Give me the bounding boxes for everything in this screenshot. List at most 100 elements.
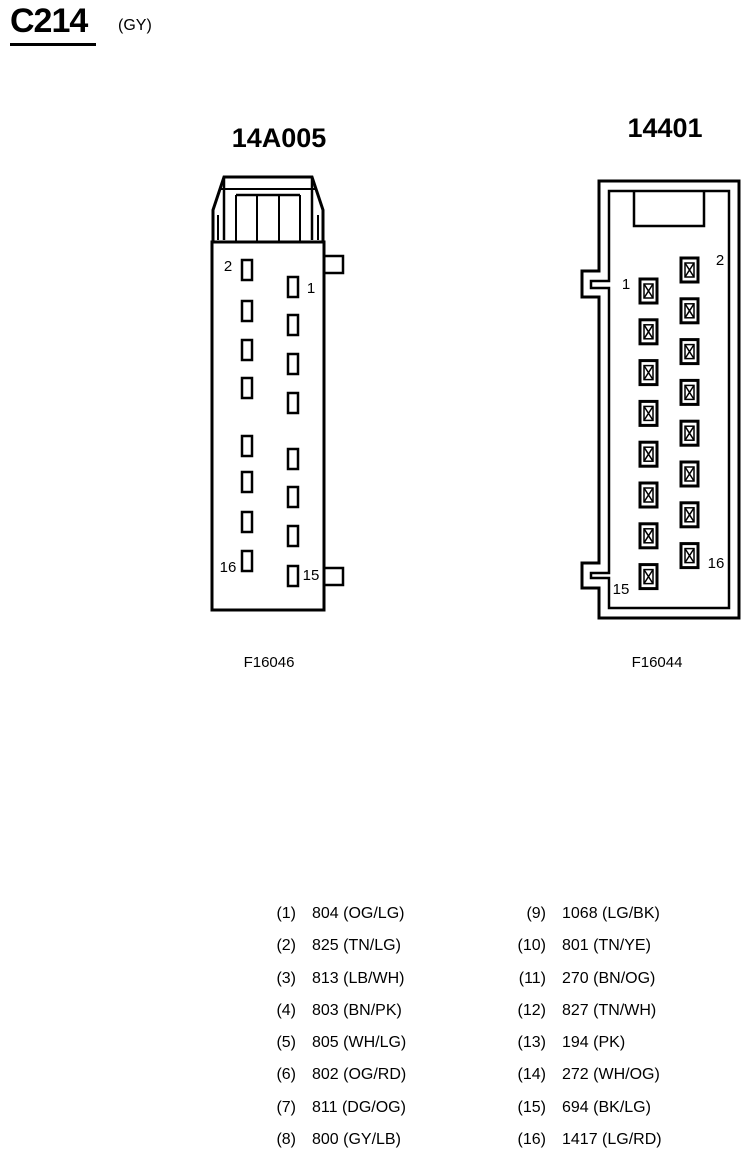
terminal-cavity — [679, 338, 700, 366]
pin-cavity — [240, 299, 254, 323]
wire-circuit: 804 (OG/LG) — [312, 905, 405, 922]
pin-cavity — [286, 313, 300, 337]
pin-number: (15) — [517, 1098, 546, 1116]
pin-cavity — [240, 549, 254, 573]
pinout-row: (3) 813 (LB/WH) — [260, 963, 406, 995]
wire-circuit: 270 (BN/OG) — [562, 969, 656, 987]
terminal-cavity — [679, 460, 700, 488]
pin-label-16: 16 — [220, 559, 237, 576]
pin-label-1-female: 1 — [622, 276, 630, 293]
pinout-row: (16) 1417 (LG/RD) — [500, 1124, 662, 1156]
terminal-cavity — [638, 440, 659, 468]
connector-diagram: 14A005 2 1 16 15 F16046 14401 1 2 15 — [210, 113, 741, 671]
pin-cavity — [240, 434, 254, 458]
pin-label-15: 15 — [303, 567, 320, 584]
connector-color-code: (GY) — [118, 17, 152, 34]
terminal-cavity — [638, 563, 659, 591]
pin-number: (4) — [276, 1001, 296, 1019]
pin-number: (9) — [526, 905, 546, 922]
pin-number: (1) — [276, 905, 296, 922]
terminal-cavity — [679, 419, 700, 447]
pinout-row: (8) 800 (GY/LB) — [260, 1124, 406, 1156]
terminal-cavity — [638, 399, 659, 427]
pin-number: (8) — [276, 1131, 296, 1149]
pin-cavity — [286, 275, 300, 299]
pin-number: (3) — [276, 969, 296, 987]
pin-cavity — [240, 338, 254, 362]
connector-14a005-pins — [240, 258, 300, 588]
terminal-cavity — [638, 318, 659, 346]
wire-circuit: 800 (GY/LB) — [312, 1131, 401, 1149]
figure-id-f16046: F16046 — [244, 654, 295, 671]
figure-id-f16044: F16044 — [632, 654, 683, 671]
terminal-cavity — [638, 522, 659, 550]
pin-number: (13) — [517, 1034, 546, 1052]
pin-number: (11) — [518, 969, 546, 987]
pinout-row: (4) 803 (BN/PK) — [260, 995, 406, 1027]
pin-cavity — [286, 564, 300, 588]
terminal-cavity — [638, 277, 659, 305]
pin-cavity — [286, 524, 300, 548]
pinout-row: (14) 272 (WH/OG) — [500, 1059, 662, 1091]
wire-circuit: 1417 (LG/RD) — [562, 1131, 662, 1149]
pin-cavity — [240, 510, 254, 534]
pinout-row: (12) 827 (TN/WH) — [500, 995, 662, 1027]
pin-number: (10) — [517, 937, 546, 955]
pinout-row: (5) 805 (WH/LG) — [260, 1027, 406, 1059]
pin-cavity — [286, 391, 300, 415]
pinout-row: (6) 802 (OG/RD) — [260, 1059, 406, 1091]
terminal-cavity — [638, 359, 659, 387]
pin-number: (16) — [517, 1131, 546, 1149]
pin-number: (2) — [276, 937, 296, 955]
wire-circuit: 802 (OG/RD) — [312, 1066, 407, 1084]
pin-label-16-female: 16 — [708, 555, 725, 572]
pinout-table-right: (9) 1068 (LG/BK) (10) 801 (TN/YE) (11) 270 … — [500, 898, 662, 1156]
wire-circuit: 811 (DG/OG) — [312, 1098, 406, 1116]
wire-circuit: 272 (WH/OG) — [562, 1066, 660, 1084]
pin-number: (12) — [517, 1001, 546, 1019]
pinout-row: (11) 270 (BN/OG) — [500, 963, 662, 995]
wire-circuit: 803 (BN/PK) — [312, 1001, 402, 1019]
connector-14a005-body — [210, 175, 345, 612]
pin-label-2-female: 2 — [716, 252, 724, 269]
pin-number: (7) — [276, 1098, 296, 1116]
terminal-cavity — [679, 542, 700, 570]
wire-circuit: 801 (TN/YE) — [562, 937, 651, 955]
pin-number: (14) — [517, 1066, 546, 1084]
connector-title: C214 — [10, 2, 88, 40]
pinout-row: (15) 694 (BK/LG) — [500, 1092, 662, 1124]
pinout-table-left: (1) 804 (OG/LG) (2) 825 (TN/LG) (3) 813 (LB… — [260, 898, 406, 1156]
wire-circuit: 194 (PK) — [562, 1034, 626, 1052]
pinout-row: (13) 194 (PK) — [500, 1027, 662, 1059]
wire-circuit: 825 (TN/LG) — [312, 937, 401, 955]
wire-circuit: 1068 (LG/BK) — [562, 905, 660, 922]
wire-circuit: 694 (BK/LG) — [562, 1098, 651, 1116]
pin-number: (5) — [276, 1034, 296, 1052]
terminal-cavity — [679, 256, 700, 284]
pinout-row: (9) 1068 (LG/BK) — [500, 898, 662, 930]
terminal-cavity — [679, 501, 700, 529]
connector-14401-pins — [638, 256, 700, 591]
wire-circuit: 827 (TN/WH) — [562, 1001, 657, 1019]
pin-cavity — [286, 485, 300, 509]
title-underline — [10, 43, 96, 46]
pinout-row: (10) 801 (TN/YE) — [500, 930, 662, 962]
pin-cavity — [286, 352, 300, 376]
pin-cavity — [240, 470, 254, 494]
pin-cavity — [240, 376, 254, 400]
part-number-14401: 14401 — [627, 113, 702, 143]
pin-label-15-female: 15 — [613, 581, 630, 598]
pin-cavity — [286, 447, 300, 471]
pin-label-2: 2 — [224, 258, 232, 275]
pinout-row: (2) 825 (TN/LG) — [260, 930, 406, 962]
pin-label-1: 1 — [307, 280, 315, 297]
pinout-row: (7) 811 (DG/OG) — [260, 1092, 406, 1124]
pin-cavity — [240, 258, 254, 282]
terminal-cavity — [679, 378, 700, 406]
pinout-row: (1) 804 (OG/LG) — [260, 898, 406, 930]
wire-circuit: 805 (WH/LG) — [312, 1034, 407, 1052]
connector-14401-body — [580, 179, 741, 620]
wire-circuit: 813 (LB/WH) — [312, 969, 405, 987]
pin-number: (6) — [276, 1066, 296, 1084]
terminal-cavity — [679, 297, 700, 325]
